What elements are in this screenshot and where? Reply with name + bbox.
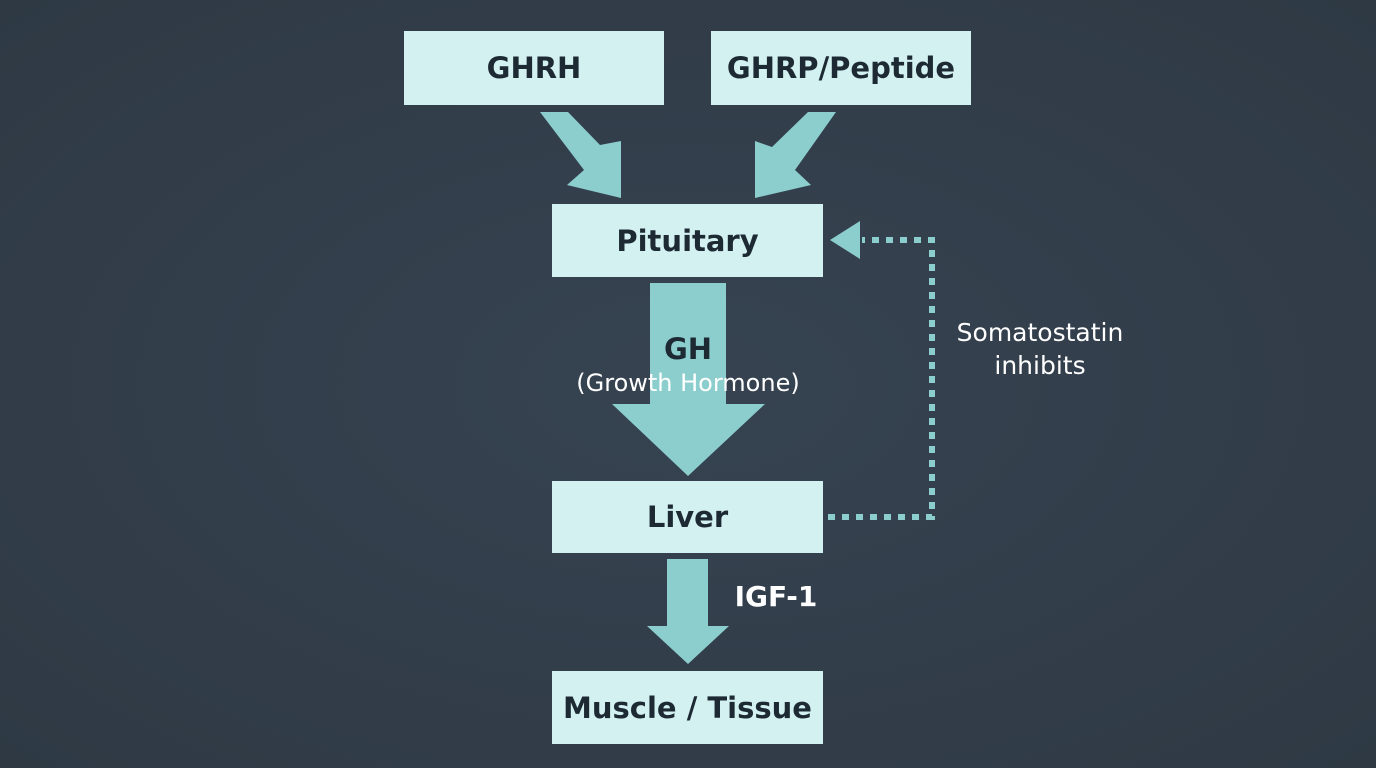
igf-1-label: IGF-1 [734,580,818,613]
node-ghrh: GHRH [404,31,664,105]
arrow-pituitary-to-liver [612,283,765,476]
node-liver: Liver [552,481,823,553]
node-pituitary-label: Pituitary [616,223,759,258]
node-pituitary: Pituitary [552,204,823,277]
arrow-ghrp-to-pituitary [755,112,836,198]
node-ghrp-label: GHRP/Peptide [726,51,956,85]
node-liver-label: Liver [646,500,729,534]
feedback-dotted-line [828,237,935,520]
somatostatin-label: Somatostatin inhibits [956,318,1124,380]
node-ghrh-label: GHRH [486,51,582,85]
node-muscle-tissue: Muscle / Tissue [552,671,823,744]
arrow-liver-to-muscle [647,559,729,664]
node-muscle-label: Muscle / Tissue [563,690,812,725]
feedback-arrowhead [830,221,860,259]
node-ghrp-peptide: GHRP/Peptide [711,31,971,105]
gh-subtitle-label: (Growth Hormone) [576,369,800,397]
arrow-ghrh-to-pituitary [540,112,621,198]
gh-label: GH [663,332,713,366]
